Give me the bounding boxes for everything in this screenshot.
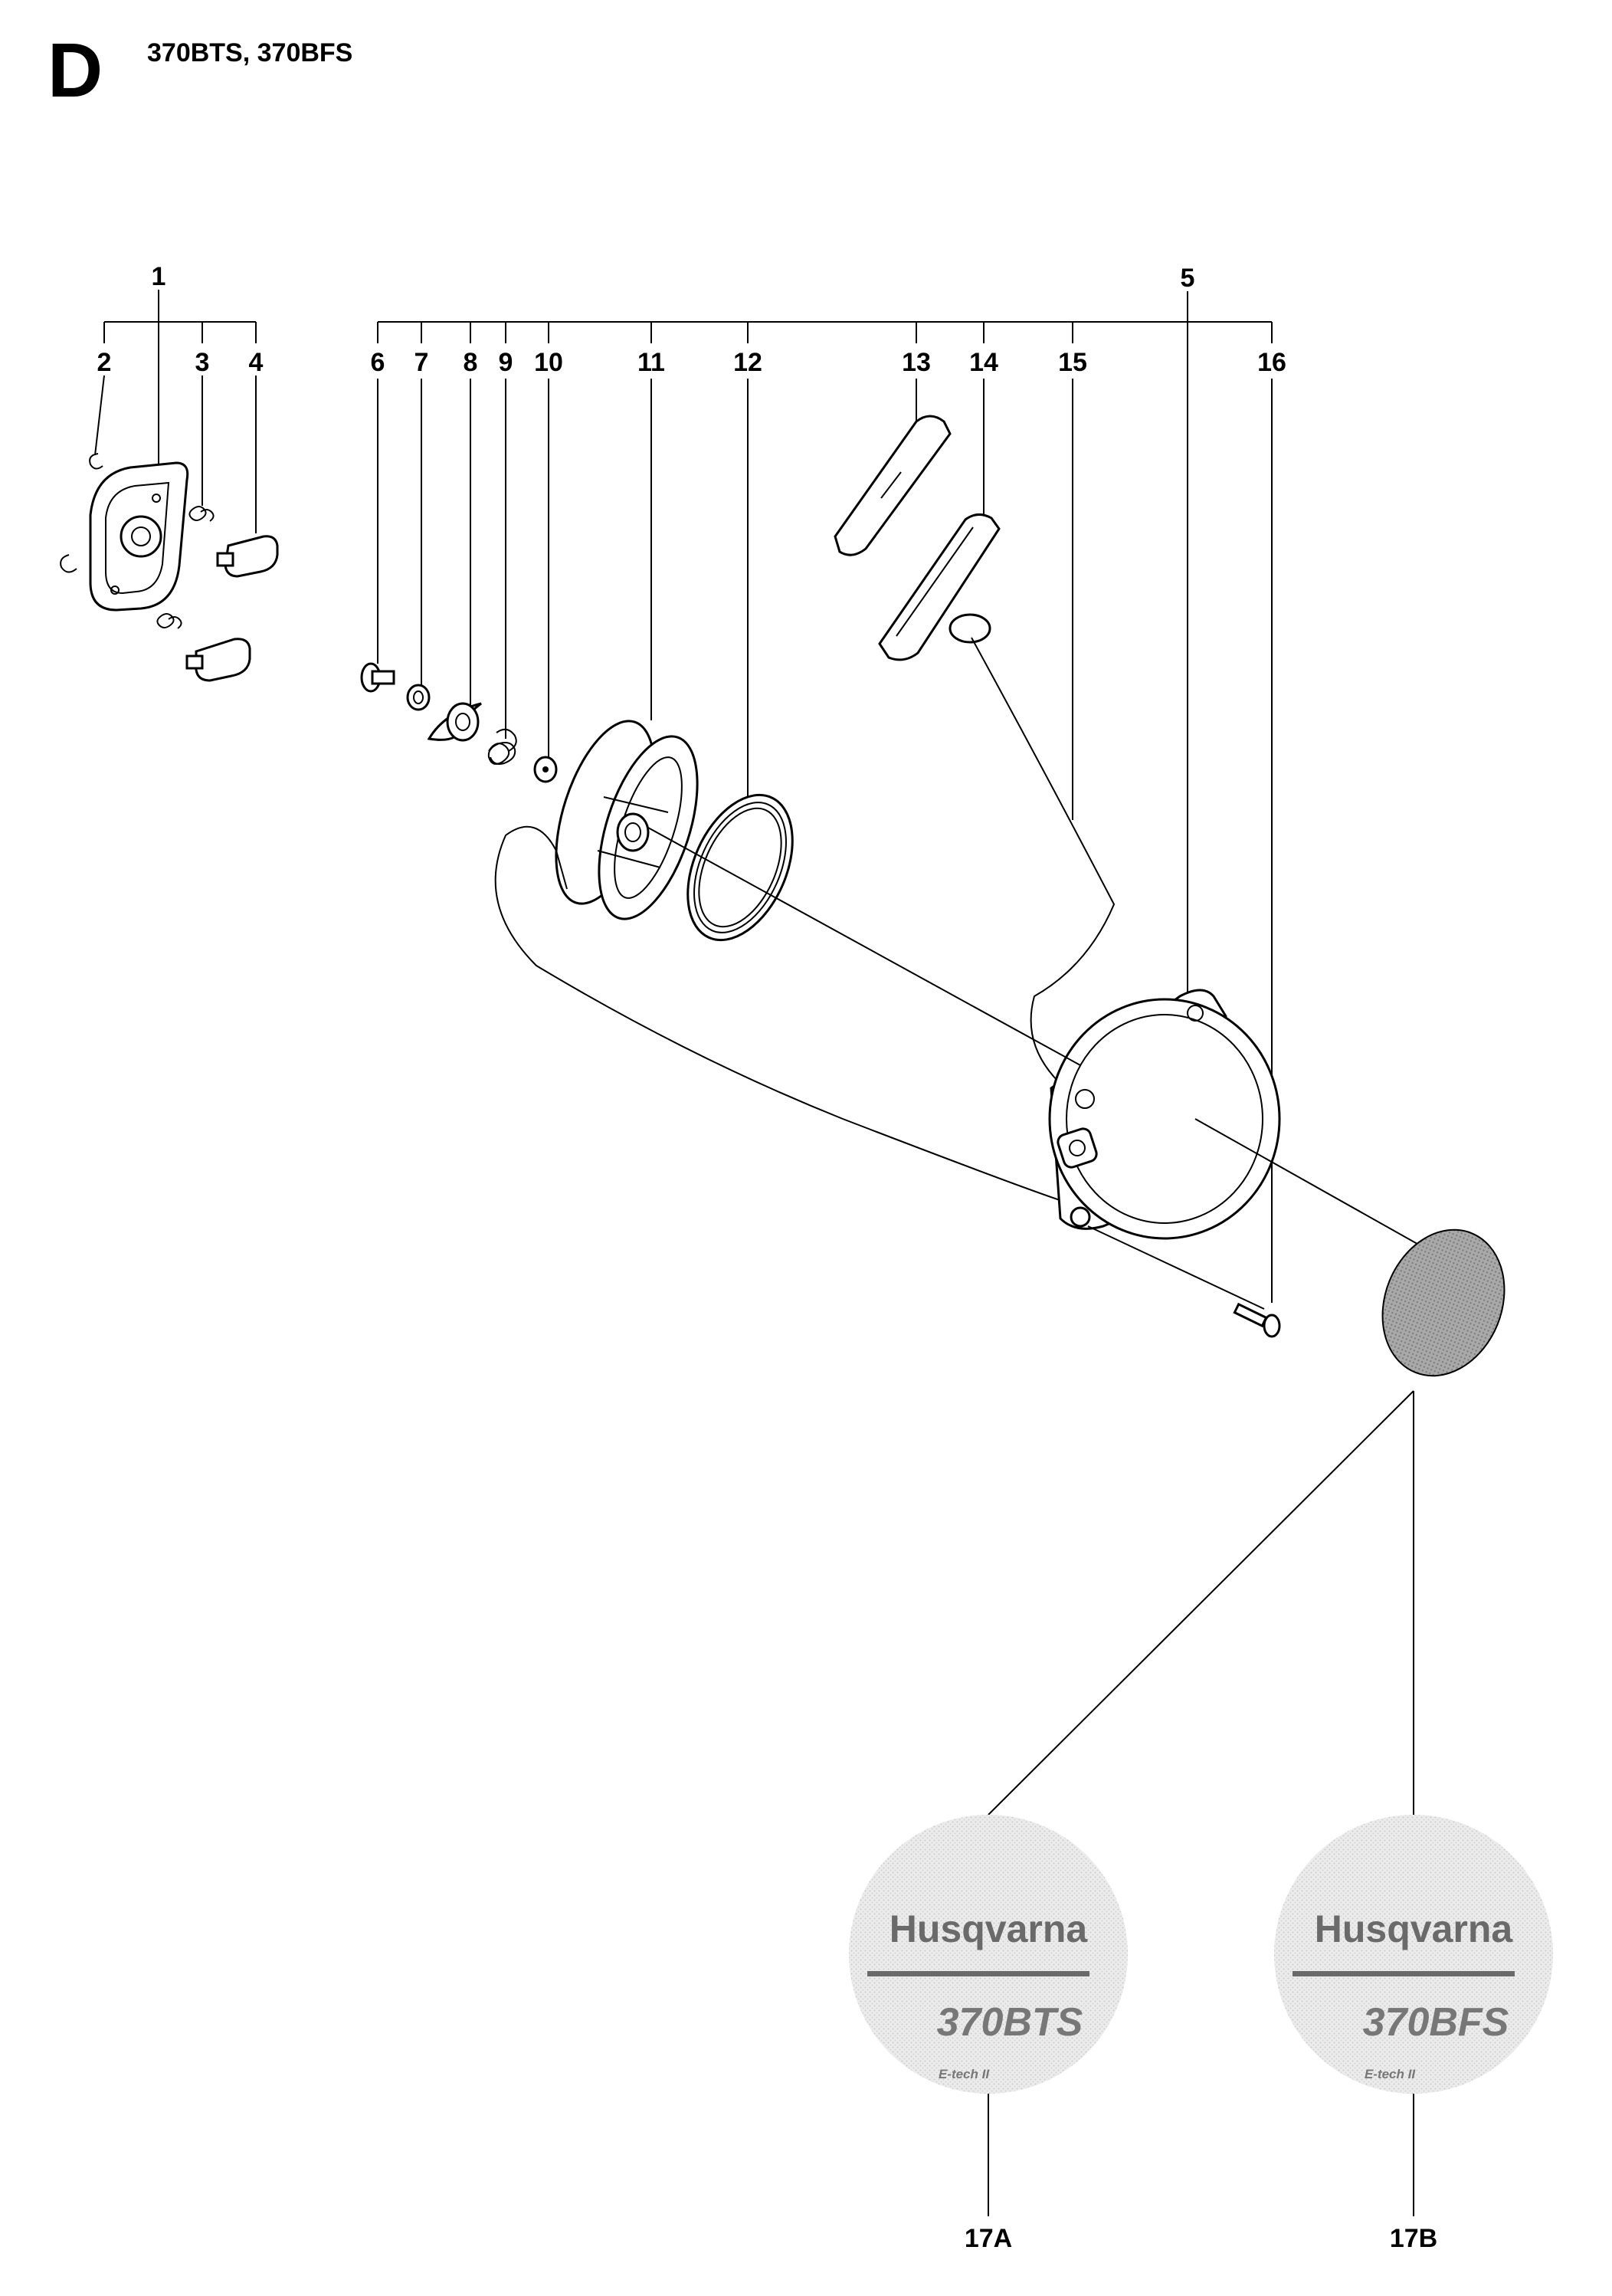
part-16-screw <box>1233 1302 1281 1338</box>
decal-17a-model: 370BTS <box>937 2000 1083 2045</box>
callout-3: 3 <box>195 348 210 377</box>
callout-9: 9 <box>499 348 513 377</box>
part-7-washer <box>406 684 431 711</box>
section-letter: D <box>48 28 103 113</box>
part-13-handle-grip <box>834 415 952 556</box>
callout-16: 16 <box>1257 348 1286 377</box>
part-15-starter-rope <box>494 637 1116 1205</box>
part-6-bolt <box>360 662 395 693</box>
callout-2: 2 <box>97 348 112 377</box>
callout-8: 8 <box>464 348 478 377</box>
part-17-decal-cap <box>1381 1228 1506 1377</box>
part-1-pawl-cover <box>89 461 189 612</box>
part-2-circlip <box>60 453 103 573</box>
decal-17a-subtitle: E-tech II <box>939 2067 990 2081</box>
bracket-group-1 <box>94 290 257 533</box>
part-3-spring <box>156 506 215 629</box>
callout-7: 7 <box>414 348 429 377</box>
decal-17b: Husqvarna 370BFS E-tech II <box>1274 1815 1553 2094</box>
callout-14: 14 <box>969 348 998 377</box>
part-5-starter-housing <box>1048 989 1281 1240</box>
callout-15: 15 <box>1058 348 1087 377</box>
part-14-handle <box>878 513 1001 661</box>
callout-1: 1 <box>152 262 166 291</box>
part-10-washer <box>533 756 558 783</box>
callout-17a: 17A <box>965 2224 1012 2253</box>
part-12-recoil-spring <box>686 793 794 942</box>
decal-17b-brand: Husqvarna <box>1315 1907 1514 1950</box>
callout-17b: 17B <box>1390 2224 1437 2253</box>
part-4-pawl <box>185 535 279 682</box>
decal-17a: Husqvarna 370BTS E-tech II <box>849 1815 1128 2094</box>
callout-5: 5 <box>1181 264 1195 293</box>
callout-10: 10 <box>534 348 563 377</box>
decal-17a-brand: Husqvarna <box>890 1907 1089 1950</box>
part-9-spring <box>487 728 517 765</box>
callout-13: 13 <box>902 348 931 377</box>
model-title: 370BTS, 370BFS <box>147 38 353 67</box>
decal-17b-model: 370BFS <box>1363 2000 1509 2045</box>
callout-12: 12 <box>733 348 762 377</box>
part-8-pawl-plate <box>427 702 482 742</box>
decal-17b-subtitle: E-tech II <box>1365 2067 1416 2081</box>
callout-6: 6 <box>371 348 385 377</box>
callout-4: 4 <box>249 348 264 377</box>
callout-11: 11 <box>637 348 665 377</box>
